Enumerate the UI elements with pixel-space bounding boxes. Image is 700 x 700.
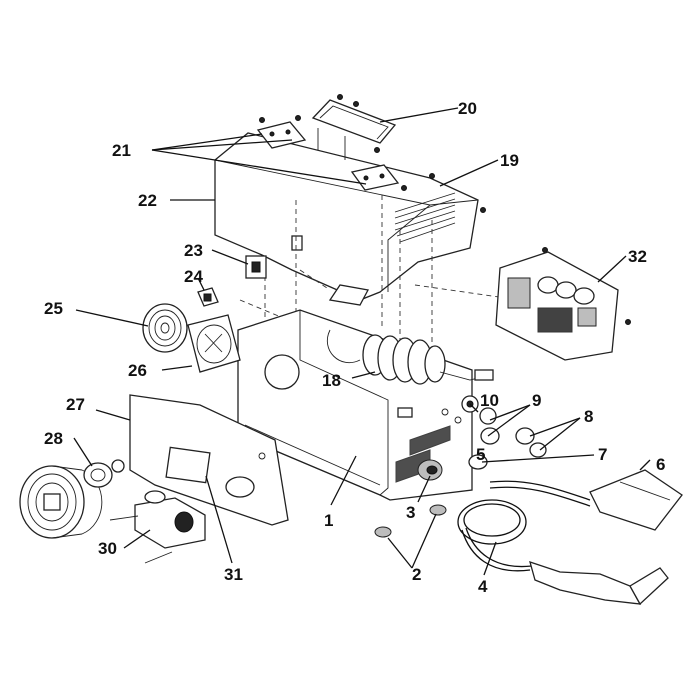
wire-spool: [19, 465, 103, 539]
label-part-6: 6: [656, 455, 665, 474]
label-part-9: 9: [532, 391, 541, 410]
carry-handle: [311, 99, 397, 160]
label-part-20: 20: [458, 99, 477, 118]
euro-torch-connector: [417, 459, 443, 481]
relay-block: [197, 287, 219, 307]
screws: [259, 94, 631, 325]
front-vent-grid: [395, 425, 451, 483]
welding-torch: [457, 499, 669, 606]
label-part-27: 27: [66, 395, 85, 414]
label-part-28: 28: [44, 429, 63, 448]
power-switch: [245, 255, 267, 279]
transformer-coil: [326, 284, 494, 385]
label-part-31: 31: [224, 565, 243, 584]
label-part-3: 3: [406, 503, 415, 522]
label-part-5: 5: [476, 445, 485, 464]
label-part-7: 7: [598, 445, 607, 464]
part-number-labels: 20 21 19 22 23 24 32 25 26 18 27 10 9 8 …: [44, 99, 665, 596]
cover-vent-slots: [394, 192, 456, 243]
label-part-23: 23: [184, 241, 203, 260]
ground-cable-clamp: [489, 469, 683, 531]
label-part-24: 24: [184, 267, 203, 286]
label-part-30: 30: [98, 539, 117, 558]
leader-lines: [73, 107, 651, 576]
control-circuit-board: [495, 251, 619, 361]
label-part-32: 32: [628, 247, 647, 266]
label-part-21: 21: [112, 141, 131, 160]
label-part-8: 8: [584, 407, 593, 426]
spool-hub: [83, 459, 125, 488]
wire-feeder-motor: [109, 490, 206, 564]
label-part-10: 10: [480, 391, 499, 410]
label-part-18: 18: [322, 371, 341, 390]
cooling-fan: [187, 314, 241, 373]
label-part-1: 1: [324, 511, 333, 530]
label-part-22: 22: [138, 191, 157, 210]
top-cover-panel: [214, 132, 479, 301]
side-panel: [129, 394, 289, 526]
label-part-4: 4: [478, 577, 488, 596]
rubber-feet: [374, 504, 447, 538]
fan-guard-grill: [142, 303, 188, 353]
label-part-19: 19: [500, 151, 519, 170]
label-part-2: 2: [412, 565, 421, 584]
label-part-25: 25: [44, 299, 63, 318]
label-part-26: 26: [128, 361, 147, 380]
